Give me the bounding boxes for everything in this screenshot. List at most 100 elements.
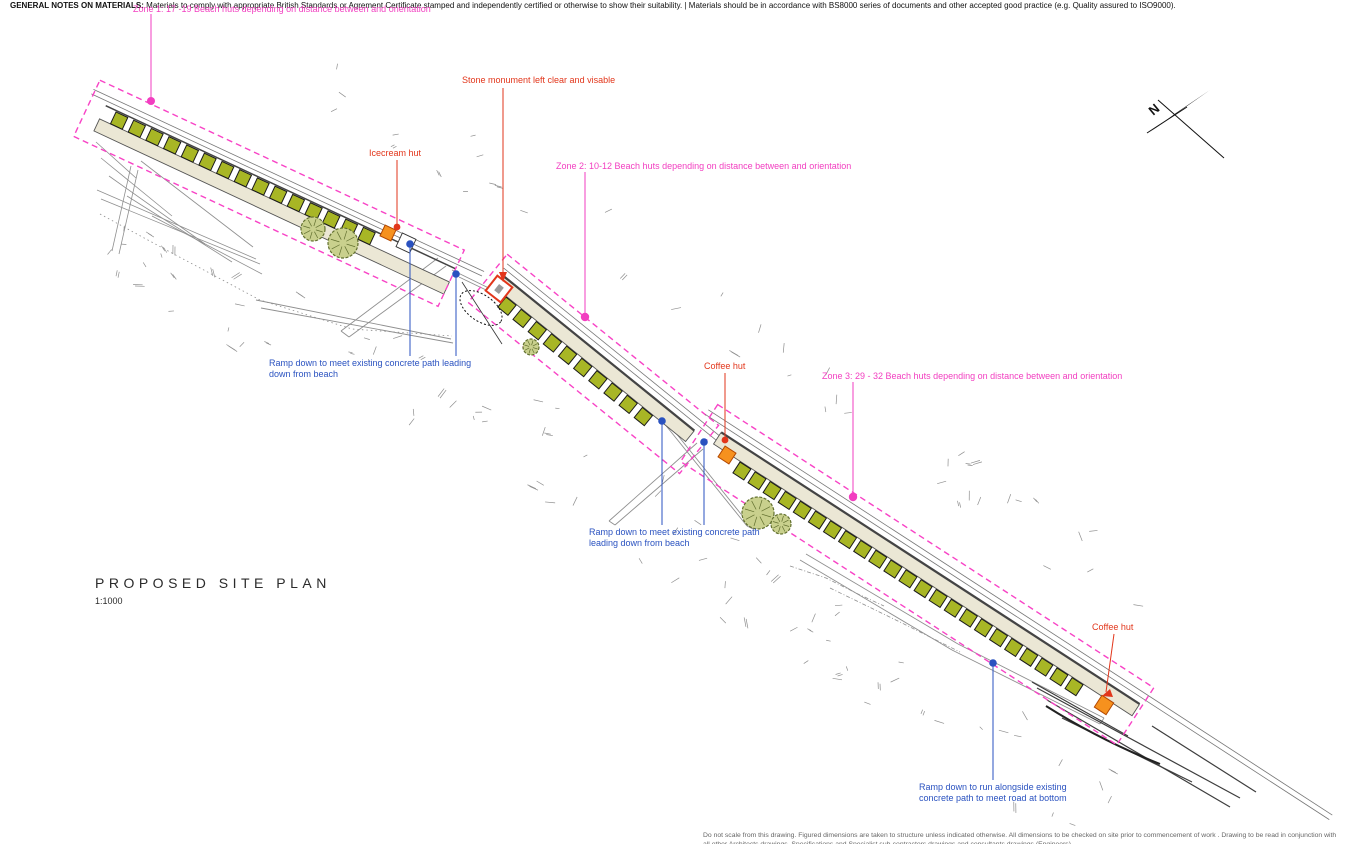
survey-tick (481, 405, 492, 411)
north-arrow: N (1146, 90, 1225, 159)
tree-branch (758, 499, 763, 510)
survey-tick (545, 501, 556, 504)
survey-tick (730, 537, 740, 542)
survey-tick (476, 154, 484, 158)
tree-branch (313, 219, 317, 227)
zone3-annotation: Zone 3: 29 - 32 Beach huts depending on … (822, 371, 1123, 381)
beach-hut (109, 111, 129, 130)
survey-tick (544, 432, 551, 435)
survey-tick (719, 616, 727, 624)
beach-hut (973, 618, 994, 638)
survey-tick (782, 343, 785, 353)
survey-tick (787, 374, 792, 377)
ramp-leader-dot (452, 270, 460, 278)
survey-tick (758, 324, 762, 333)
survey-tick (724, 581, 726, 589)
tree-branch (761, 506, 771, 512)
promenade-edge-line (506, 263, 732, 446)
survey-line (461, 281, 503, 345)
contour-ticks (107, 225, 1118, 826)
general-notes-heading: GENERAL NOTES ON MATERIALS: (10, 1, 144, 10)
survey-tick (671, 307, 682, 310)
beach-hut (852, 539, 873, 560)
survey-tick (541, 427, 546, 436)
sea-wall-line (720, 431, 1141, 705)
tree (522, 338, 540, 356)
ramp-zone1-annotation: Ramp down to meet existing concrete path… (269, 358, 472, 379)
survey-tick (898, 661, 904, 664)
survey-tick (392, 145, 397, 149)
zone-leader-dot (580, 312, 590, 322)
survey-tick (745, 618, 749, 629)
survey-tick (731, 351, 741, 358)
walkway-strip (494, 276, 695, 443)
coffee-hut-mid-annotation: Coffee hut (704, 361, 746, 371)
survey-tick (107, 249, 112, 255)
tree-branch (524, 347, 530, 351)
road-lines (1151, 725, 1257, 793)
survey-tick (115, 270, 118, 277)
north-arrow-dart (1150, 90, 1210, 132)
survey-tick (803, 660, 809, 664)
survey-tick (142, 262, 147, 268)
contour-line (126, 195, 233, 263)
survey-tick (1110, 769, 1118, 775)
survey-tick (834, 604, 843, 607)
tree-branch (753, 516, 758, 527)
tree-branch (532, 343, 538, 347)
survey-tick (147, 233, 155, 238)
survey-tick (494, 184, 502, 188)
survey-tick (979, 726, 983, 730)
beach-hut (557, 345, 578, 366)
road-lines (1031, 681, 1129, 737)
survey-tick (826, 639, 831, 642)
survey-tick (1089, 530, 1098, 532)
survey-tick (533, 399, 544, 403)
survey-tick (809, 629, 814, 633)
ramp-path-zone2 (608, 442, 698, 522)
beach-hut (1064, 676, 1084, 697)
beach-hut (357, 226, 376, 246)
survey-tick (233, 273, 242, 280)
beach-hut (1049, 667, 1069, 687)
survey-tick (920, 709, 923, 715)
survey-tick (439, 389, 447, 399)
ramp-path-zone3 (799, 559, 953, 651)
survey-tick (1108, 768, 1116, 773)
beach-hut (988, 627, 1009, 648)
survey-tick (1051, 812, 1054, 817)
survey-tick (160, 253, 163, 258)
tree-branch (338, 246, 343, 256)
beach-hut (215, 160, 235, 180)
beach-hut (943, 598, 963, 618)
ramp-path-zone3 (799, 553, 1105, 725)
contour-line (118, 169, 139, 255)
beach-hut (542, 333, 563, 353)
survey-tick (438, 171, 442, 178)
survey-tick (694, 520, 702, 526)
contour-line (100, 198, 261, 265)
ramp-path-zone3 (957, 643, 1105, 719)
survey-tick (638, 558, 643, 564)
survey-tick (234, 303, 245, 307)
survey-tick (837, 674, 843, 677)
survey-tick (604, 208, 613, 213)
tree-canopy (327, 227, 359, 259)
tree-branch (303, 230, 311, 235)
beach-hut (1019, 647, 1039, 667)
beach-hut (588, 369, 608, 390)
beach-hut (913, 578, 933, 599)
tree-branch (772, 521, 779, 524)
promenade-edge-line (93, 88, 485, 272)
survey-tick (338, 91, 346, 98)
survey-tick (864, 701, 871, 705)
tree (770, 513, 792, 535)
contour-line (108, 175, 206, 245)
survey-tick (239, 342, 245, 347)
tree-branch (531, 340, 534, 346)
promenade-edge-line (705, 414, 1330, 820)
survey-tick (1022, 711, 1028, 721)
survey-tick (572, 496, 578, 506)
tree-branch (315, 229, 323, 233)
survey-tick (807, 628, 812, 631)
